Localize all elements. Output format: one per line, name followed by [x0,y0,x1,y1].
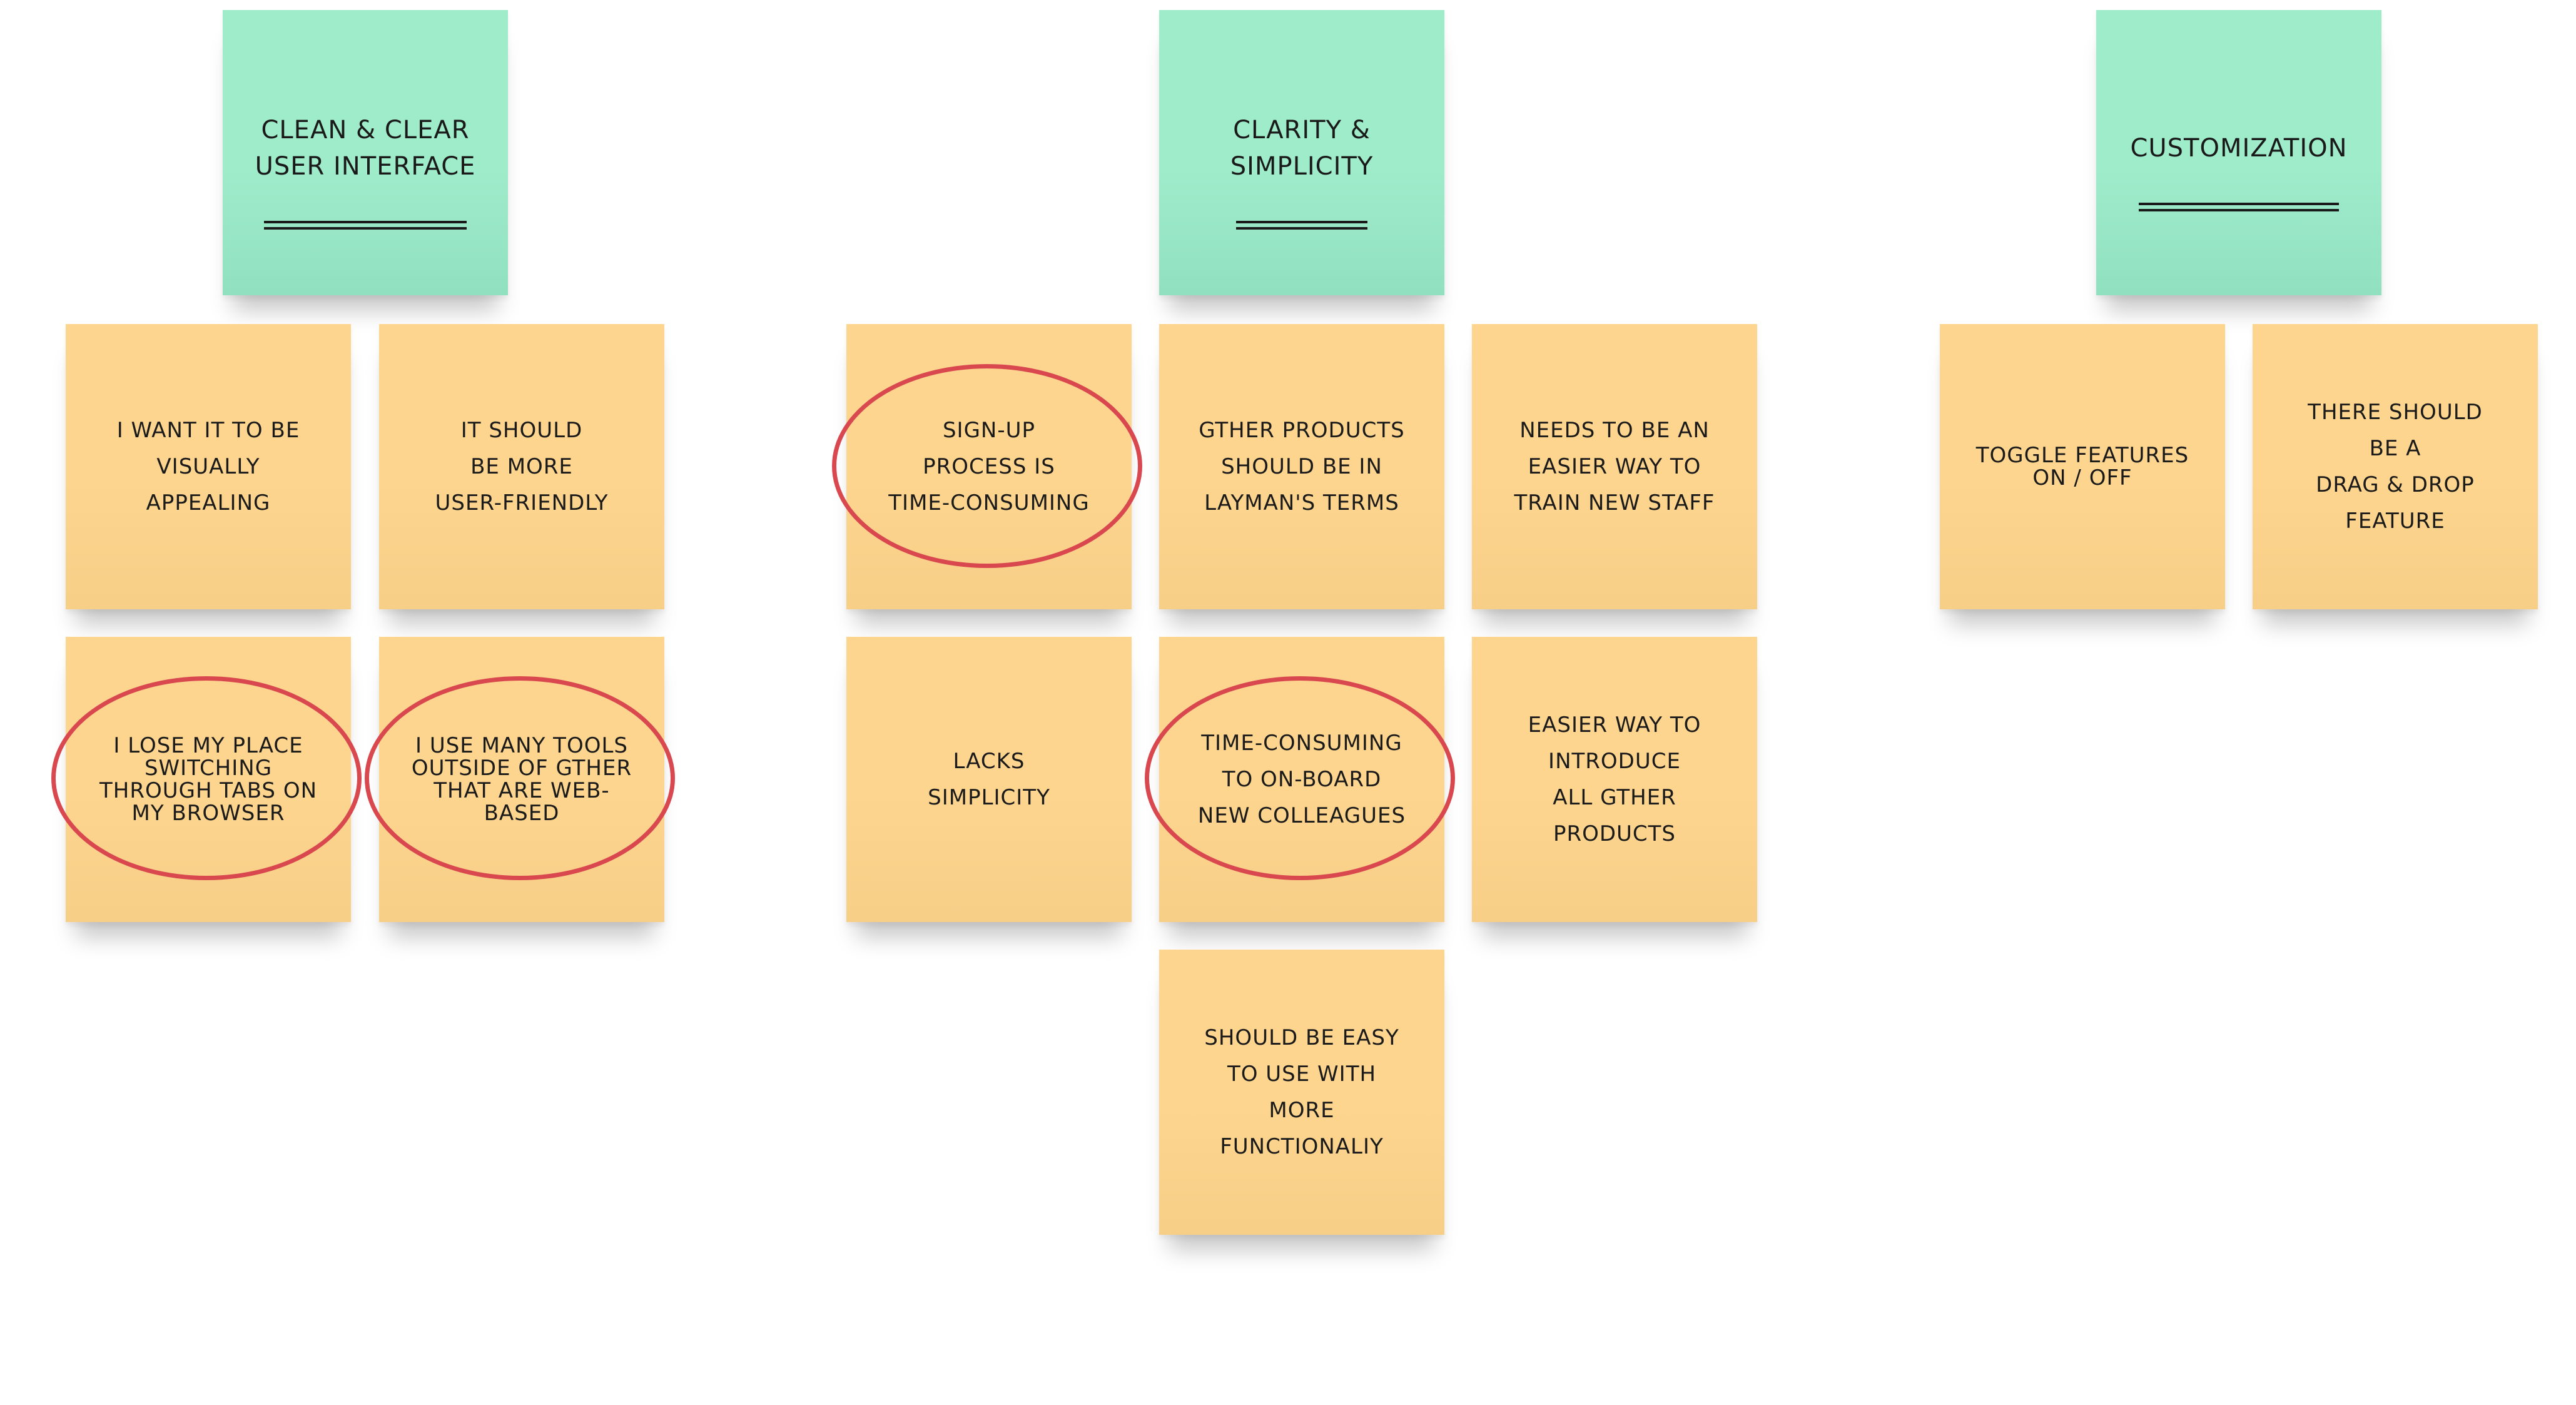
sticky-note-lacks-simplicity[interactable]: Lacks simplicity [846,637,1132,922]
sticky-note-text: It should be more user-friendly [435,418,609,515]
sticky-note-laymans-terms[interactable]: Gther products should be in layman's ter… [1159,324,1444,609]
sticky-note-user-friendly[interactable]: It should be more user-friendly [379,324,664,609]
sticky-note-lose-place[interactable]: I lose my place switching through tabs o… [66,637,351,922]
sticky-note-easy-functionality[interactable]: Should be easy to use with more function… [1159,950,1444,1235]
sticky-note-text: Gther products should be in layman's ter… [1199,418,1405,515]
sticky-note-drag-drop[interactable]: There should be a drag & drop feature [2253,324,2538,609]
header-note-customization[interactable]: Customization [2096,10,2381,295]
sticky-note-text: Easier way to introduce all Gther produc… [1528,713,1701,846]
header-note-clean-clear-ui[interactable]: Clean & Clear User Interface [223,10,508,295]
double-underline [263,221,467,230]
sticky-note-text: I want it to be visually appealing [116,418,300,515]
sticky-note-text: Needs to be an easier way to train new s… [1514,418,1715,515]
header-note-label: Customization [2130,134,2348,163]
double-underline [1235,221,1368,230]
sticky-note-toggle-features[interactable]: Toggle features on / off [1940,324,2225,609]
sticky-note-text: There should be a drag & drop feature [2308,400,2483,534]
header-note-clarity-simplicity[interactable]: Clarity & Simplicity [1159,10,1444,295]
sticky-note-text: Lacks simplicity [928,749,1050,810]
sticky-note-text: I lose my place switching through tabs o… [99,733,318,826]
sticky-note-text: Sign-up process is time-consuming [888,418,1090,515]
sticky-note-many-tools[interactable]: I use many tools outside of Gther that a… [379,637,664,922]
sticky-note-train-staff[interactable]: Needs to be an easier way to train new s… [1472,324,1757,609]
sticky-note-text: Toggle features on / off [1975,443,2189,490]
sticky-note-onboard-colleagues[interactable]: Time-consuming to on-board new colleague… [1159,637,1444,922]
header-note-label: Clarity & Simplicity [1230,116,1374,181]
sticky-note-text: Time-consuming to on-board new colleague… [1197,731,1406,828]
double-underline [2139,203,2339,211]
sticky-note-introduce-products[interactable]: Easier way to introduce all Gther produc… [1472,637,1757,922]
header-note-label: Clean & Clear User Interface [255,116,476,181]
sticky-note-text: Should be easy to use with more function… [1204,1025,1399,1159]
sticky-note-text: I use many tools outside of Gther that a… [411,733,632,826]
sticky-note-signup-process[interactable]: Sign-up process is time-consuming [846,324,1132,609]
sticky-note-visually-appealing[interactable]: I want it to be visually appealing [66,324,351,609]
